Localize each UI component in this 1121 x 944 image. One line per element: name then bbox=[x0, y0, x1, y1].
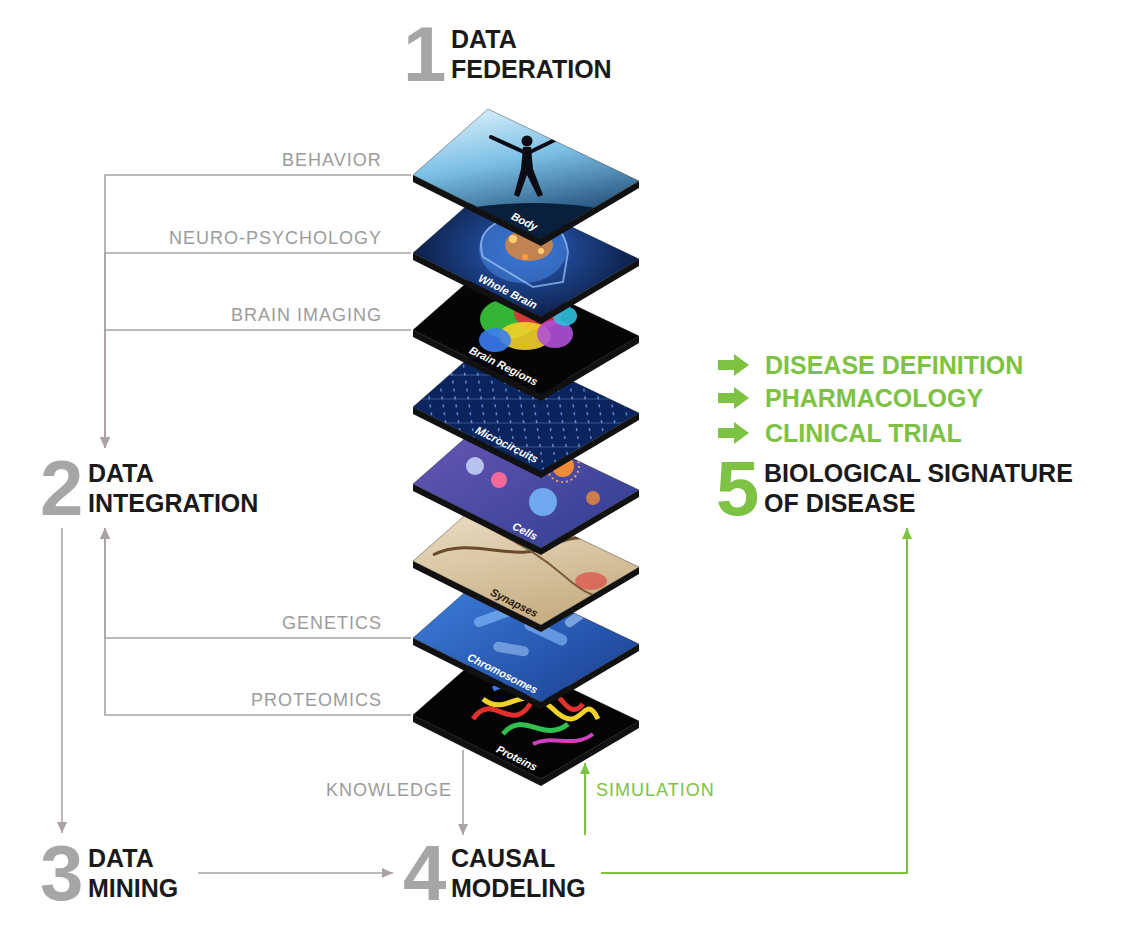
arrow-head bbox=[382, 868, 393, 878]
outcome-label: PHARMACOLOGY bbox=[765, 383, 983, 413]
arrow-head bbox=[57, 822, 67, 833]
connector-line bbox=[105, 528, 411, 638]
connector-line bbox=[61, 528, 63, 833]
connector-line bbox=[601, 528, 907, 873]
connector bbox=[57, 528, 67, 833]
bullet-arrow bbox=[718, 422, 749, 444]
step-heading: 5BIOLOGICAL SIGNATURE OF DISEASE bbox=[716, 458, 1084, 518]
arrow-head bbox=[902, 528, 912, 539]
edge-label: NEURO-PSYCHOLOGY bbox=[166, 228, 385, 249]
connector-line bbox=[105, 528, 411, 715]
step-title: DATA FEDERATION bbox=[451, 24, 621, 84]
edge-label: SIMULATION bbox=[593, 780, 718, 801]
edge-label: BRAIN IMAGING bbox=[228, 305, 385, 326]
edge-label: BEHAVIOR bbox=[279, 150, 385, 171]
connector bbox=[100, 175, 411, 448]
step-number: 1 bbox=[403, 24, 451, 84]
arrow-head bbox=[100, 528, 110, 539]
bullet-arrow bbox=[718, 354, 749, 376]
connector-line bbox=[105, 175, 411, 448]
step-title: CAUSAL MODELING bbox=[451, 843, 591, 903]
connector bbox=[100, 528, 411, 715]
arrow-head bbox=[580, 763, 590, 774]
step-number: 3 bbox=[40, 843, 88, 903]
outcome-label: DISEASE DEFINITION bbox=[765, 350, 1023, 380]
edge-label: PROTEOMICS bbox=[248, 690, 385, 711]
bullet-arrow bbox=[718, 387, 749, 409]
step-number: 2 bbox=[40, 458, 88, 518]
step-title: DATA INTEGRATION bbox=[88, 458, 268, 518]
connector bbox=[458, 750, 468, 835]
connector-line bbox=[105, 253, 411, 448]
layer-tile: Body bbox=[413, 109, 639, 249]
step-title: BIOLOGICAL SIGNATURE OF DISEASE bbox=[764, 458, 1084, 518]
connector bbox=[198, 868, 393, 878]
arrow-head bbox=[100, 437, 110, 448]
connector bbox=[601, 528, 912, 873]
step-number: 5 bbox=[716, 458, 764, 518]
connector-line bbox=[198, 872, 393, 874]
arrow-head bbox=[100, 437, 110, 448]
connector bbox=[100, 330, 411, 448]
step-heading: 2DATA INTEGRATION bbox=[40, 458, 268, 518]
connector bbox=[580, 763, 590, 835]
edge-label: KNOWLEDGE bbox=[323, 780, 455, 801]
outcome-label: CLINICAL TRIAL bbox=[765, 418, 962, 448]
step-heading: 4CAUSAL MODELING bbox=[403, 843, 591, 903]
connector-line bbox=[105, 330, 411, 448]
connector bbox=[100, 253, 411, 448]
arrow-head bbox=[458, 824, 468, 835]
connector bbox=[100, 528, 411, 638]
arrow-head bbox=[100, 437, 110, 448]
arrow-head bbox=[100, 528, 110, 539]
step-heading: 1DATA FEDERATION bbox=[403, 24, 621, 84]
step-number: 4 bbox=[403, 843, 451, 903]
connector-line bbox=[462, 750, 464, 835]
step-heading: 3DATA MINING bbox=[40, 843, 188, 903]
step-title: DATA MINING bbox=[88, 843, 188, 903]
edge-label: GENETICS bbox=[279, 613, 385, 634]
